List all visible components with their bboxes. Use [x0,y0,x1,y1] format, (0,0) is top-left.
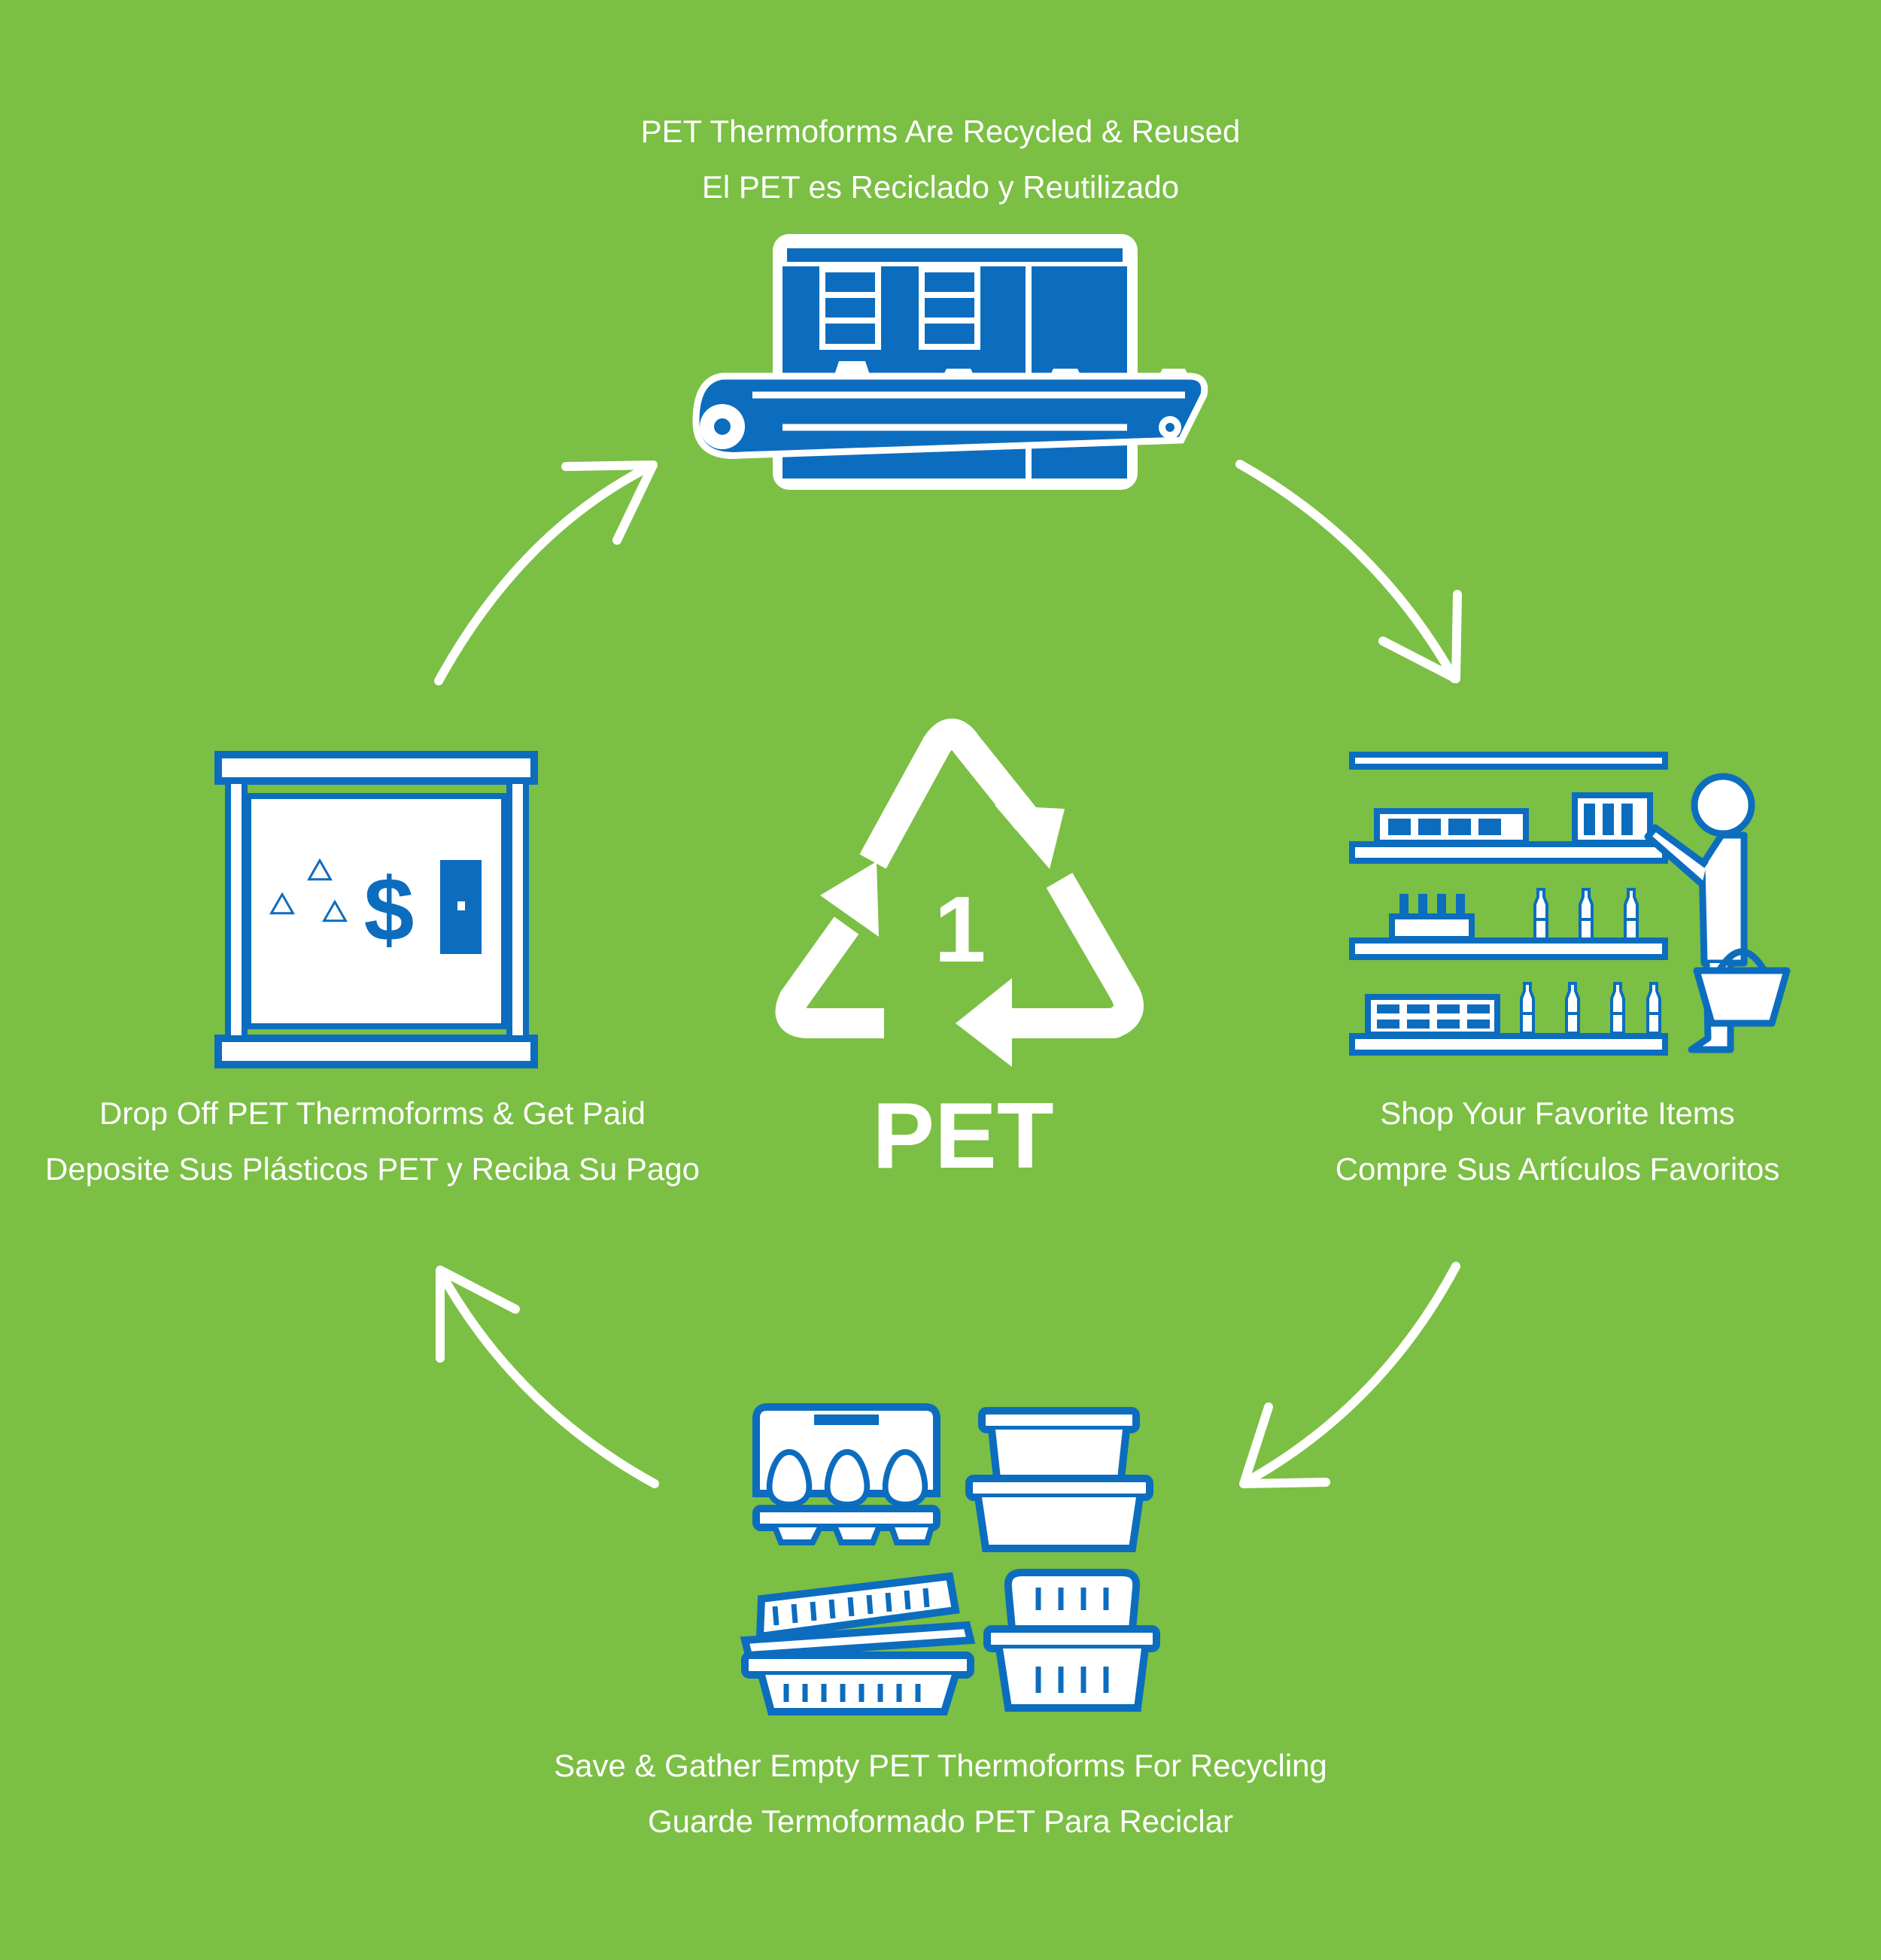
recycling-kiosk-icon: $ [214,751,538,1068]
pet-containers-icon [740,1403,1160,1715]
step-caption-shop: Shop Your Favorite Items Compre Sus Artí… [1241,1086,1873,1197]
cycle-arrow-top-to-right [1235,460,1462,683]
step-caption-recycled: PET Thermoforms Are Recycled & Reused El… [489,104,1392,215]
hinged-clamshell [740,1572,976,1715]
cycle-arrow-left-to-top [434,460,658,685]
shopper-figure [1644,773,1791,1053]
stacked-tubs [965,1407,1153,1552]
pet-label: PET [872,1084,1054,1188]
cycle-arrow-right-to-bottom [1239,1262,1460,1488]
caption-spanish: Compre Sus Artículos Favoritos [1335,1151,1780,1187]
thermoforming-machine-icon [692,234,1208,490]
caption-spanish: El PET es Reciclado y Reutilizado [701,169,1180,205]
caption-english: Drop Off PET Thermoforms & Get Paid [99,1095,646,1131]
caption-english: PET Thermoforms Are Recycled & Reused [640,114,1241,149]
cycle-arrow-bottom-to-left [436,1266,659,1488]
store-shelf-shopper-icon [1349,752,1791,1056]
resin-code-number: 1 [934,878,986,982]
caption-spanish: Deposite Sus Plásticos PET y Reciba Su P… [44,1151,700,1187]
caption-english: Shop Your Favorite Items [1380,1095,1735,1131]
egg-carton [752,1403,940,1545]
caption-english: Save & Gather Empty PET Thermoforms For … [554,1748,1327,1783]
dollar-sign-icon: $ [364,859,415,960]
clamshell-vents [772,1588,930,1702]
recycle-triangle-icon: 1 [775,719,1144,1067]
caption-spanish: Guarde Termoformado PET Para Reciclar [647,1804,1234,1839]
tall-clamshell-vents [1035,1588,1109,1693]
tall-clamshell [983,1569,1160,1712]
step-caption-drop-off: Drop Off PET Thermoforms & Get Paid Depo… [15,1086,730,1197]
step-caption-gather: Save & Gather Empty PET Thermoforms For … [451,1738,1430,1849]
